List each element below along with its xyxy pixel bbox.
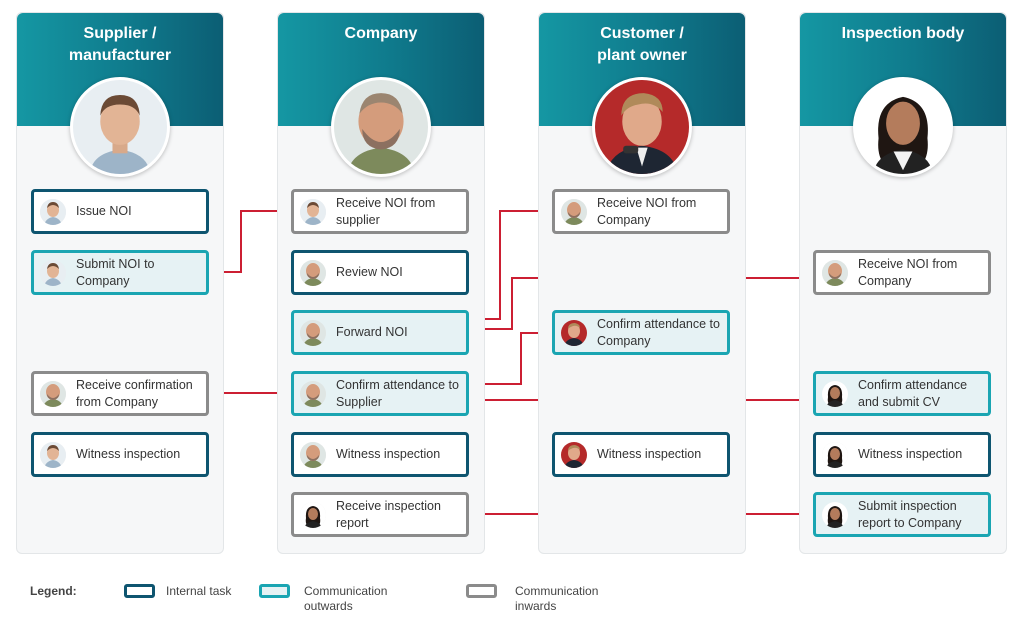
task-label: Receive NOI from supplier [336, 195, 436, 227]
task-submit-noi-to-company[interactable]: Submit NOI to Company [31, 250, 209, 295]
task-customer-witness-inspection[interactable]: Witness inspection [552, 432, 730, 477]
task-label: Confirm attendance and submit CV [858, 377, 968, 409]
inspector-avatar-icon [822, 380, 848, 407]
supplier-avatar-icon [40, 259, 66, 286]
legend-label-outwards: Communication outwards [304, 584, 388, 613]
legend-label-inwards: Communication inwards [515, 584, 599, 613]
customer-avatar-icon [561, 319, 587, 346]
task-label: Review NOI [336, 265, 403, 279]
task-receive-inspection-report[interactable]: Receive inspection report [291, 492, 469, 537]
company-avatar-icon [561, 198, 587, 225]
company-avatar-icon [300, 441, 326, 468]
lane-title: Inspection body [841, 25, 965, 42]
task-label: Receive NOI from Company [597, 195, 697, 227]
communication-arrow [473, 332, 550, 388]
task-label: Witness inspection [336, 447, 441, 461]
task-label: Receive inspection report [336, 498, 441, 530]
lane-title: Customer / plant owner [597, 25, 687, 64]
customer-avatar-icon [561, 441, 587, 468]
lane-title: Supplier / manufacturer [68, 25, 172, 64]
task-label: Submit inspection report to Company [858, 498, 962, 530]
task-submit-inspection-report[interactable]: Submit inspection report to Company [813, 492, 991, 537]
inspector-avatar-icon [822, 501, 848, 528]
task-label: Witness inspection [858, 447, 963, 461]
task-label: Forward NOI [336, 325, 408, 339]
task-receive-noi-from-supplier[interactable]: Receive NOI from supplier [291, 189, 469, 234]
inspector-avatar-icon [822, 441, 848, 468]
legend-label-internal: Internal task [166, 584, 232, 598]
task-label: Confirm attendance to Company [597, 316, 720, 348]
company-avatar-icon [822, 259, 848, 286]
task-confirm-attendance-submit-cv[interactable]: Confirm attendance and submit CV [813, 371, 991, 416]
task-label: Submit NOI to Company [76, 256, 155, 288]
company-avatar-icon [300, 319, 326, 346]
task-label: Confirm attendance to Supplier [336, 377, 459, 409]
task-inspection-witness-inspection[interactable]: Witness inspection [813, 432, 991, 477]
company-avatar-icon [40, 380, 66, 407]
company-avatar-icon [300, 380, 326, 407]
communication-arrow [212, 207, 290, 273]
task-confirm-attendance-to-supplier[interactable]: Confirm attendance to Supplier [291, 371, 469, 416]
lane-title: Company [344, 25, 418, 42]
task-confirm-attendance-to-company[interactable]: Confirm attendance to Company [552, 310, 730, 355]
company-avatar [331, 77, 431, 177]
task-label: Receive confirmation from Company [76, 377, 193, 409]
task-inspection-receive-noi[interactable]: Receive NOI from Company [813, 250, 991, 295]
supplier-avatar-icon [300, 198, 326, 225]
task-label: Issue NOI [76, 204, 132, 218]
customer-avatar [592, 77, 692, 177]
legend-swatch-inwards [466, 584, 497, 598]
task-company-witness-inspection[interactable]: Witness inspection [291, 432, 469, 477]
task-customer-receive-noi[interactable]: Receive NOI from Company [552, 189, 730, 234]
task-label: Witness inspection [76, 447, 181, 461]
task-label: Witness inspection [597, 447, 702, 461]
task-receive-confirmation[interactable]: Receive confirmation from Company [31, 371, 209, 416]
legend-swatch-outwards [259, 584, 290, 598]
task-supplier-witness-inspection[interactable]: Witness inspection [31, 432, 209, 477]
task-issue-noi[interactable]: Issue NOI [31, 189, 209, 234]
legend: Legend: Internal task Communication outw… [0, 582, 1024, 618]
inspector-avatar-icon [300, 501, 326, 528]
task-forward-noi[interactable]: Forward NOI [291, 310, 469, 355]
supplier-avatar [70, 77, 170, 177]
task-label: Receive NOI from Company [858, 256, 958, 288]
legend-swatch-internal [124, 584, 155, 598]
legend-title: Legend: [30, 584, 77, 598]
company-avatar-icon [300, 259, 326, 286]
supplier-avatar-icon [40, 198, 66, 225]
communication-arrow [472, 207, 551, 320]
inspector-avatar [853, 77, 953, 177]
task-review-noi[interactable]: Review NOI [291, 250, 469, 295]
supplier-avatar-icon [40, 441, 66, 468]
